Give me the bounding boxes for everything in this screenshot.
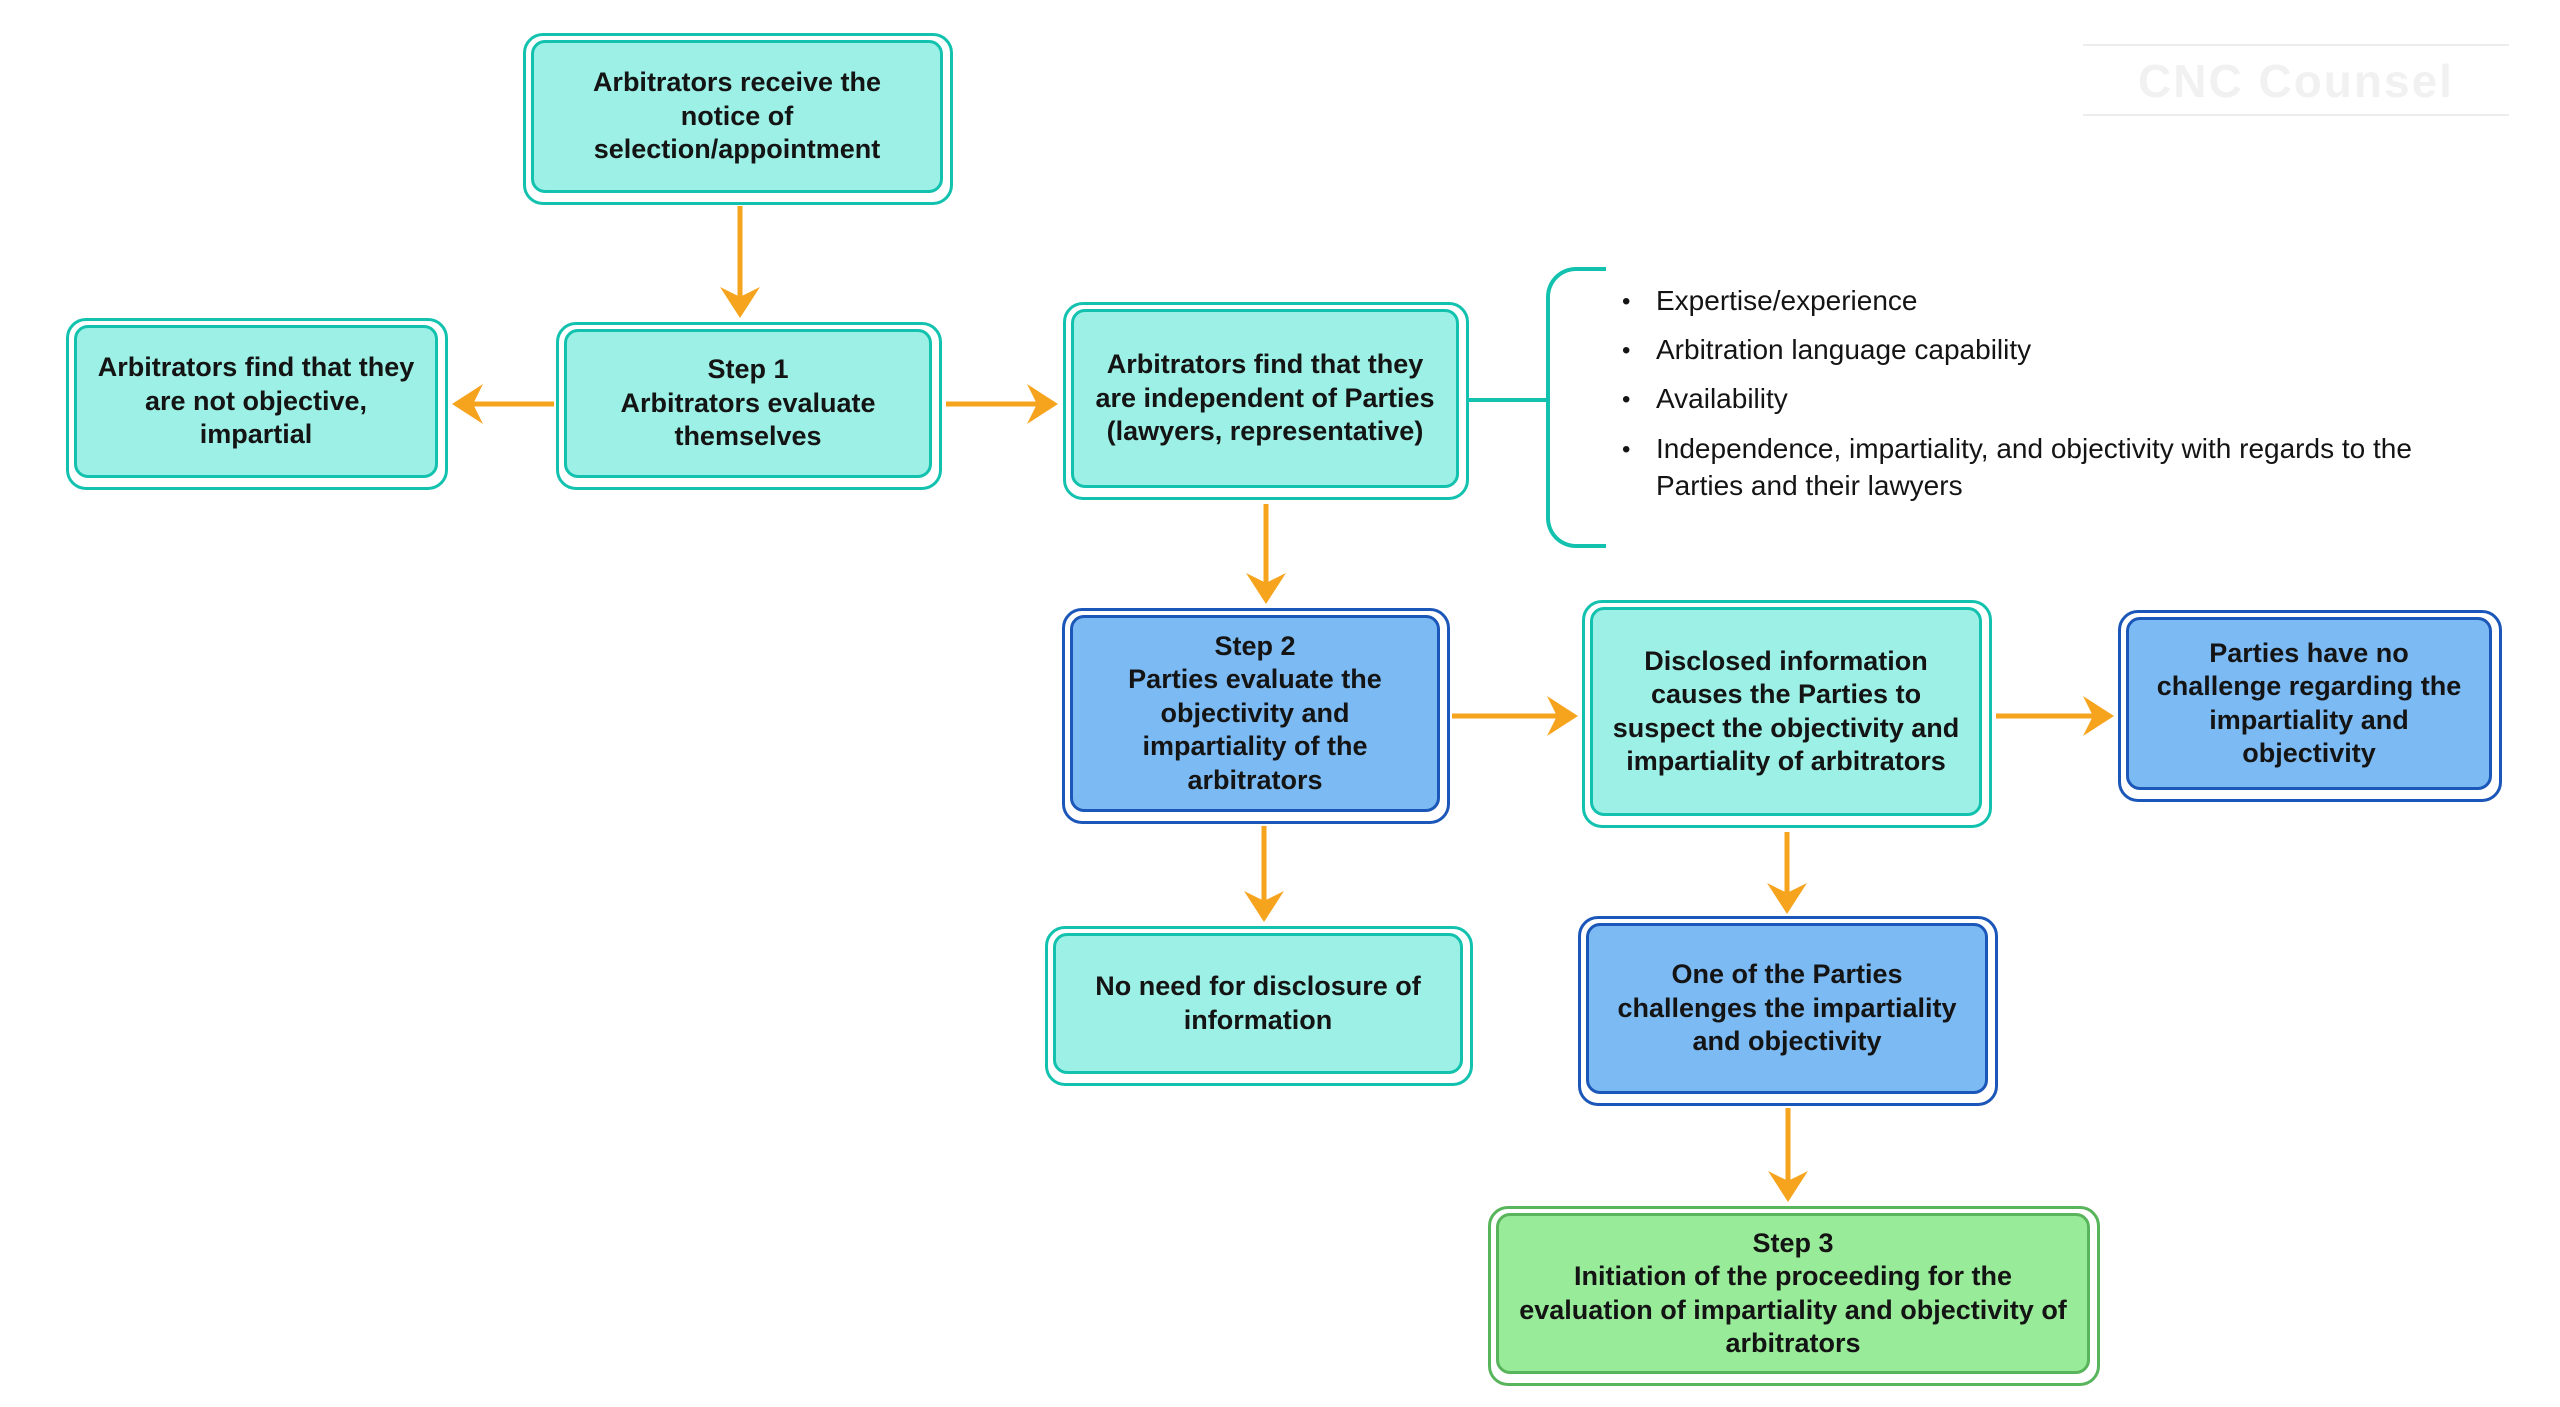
criteria-item-label: Expertise/experience [1656,285,1918,316]
bullet-icon: • [1622,288,1631,315]
node-step2-step-label: Step 2 [1214,630,1296,661]
node-no-need-label: No need for disclosure of information [1095,971,1421,1035]
node-step3: Step 3 Initiation of the proceeding for … [1488,1206,2100,1386]
arrow-receive-to-step1 [720,206,760,318]
criteria-list: • Expertise/experience • Arbitration lan… [1622,283,2502,516]
bullet-icon: • [1622,386,1631,414]
node-no-challenge-label: Parties have no challenge regarding the … [2156,637,2462,768]
arrow-step1-to-independent [946,384,1058,424]
node-receive-notice-label: Arbitrators receive the notice of select… [592,67,882,165]
arrow-disclosed-to-one-party [1767,832,1807,914]
bullet-icon: • [1622,435,1631,463]
node-one-party-challenges: One of the Parties challenges the impart… [1578,916,1998,1106]
arrow-step2-to-disclosed [1452,696,1578,736]
criteria-item-label: Arbitration language capability [1656,334,2032,366]
criteria-item: • Arbitration language capability [1622,332,2502,369]
node-step3-label: Initiation of the proceeding for the eva… [1519,1261,2067,1358]
node-step2-label: Parties evaluate the objectivity and imp… [1128,664,1382,795]
node-no-need: No need for disclosure of information [1045,926,1473,1086]
criteria-bracket [1546,267,1606,548]
criteria-item-label: Availability [1656,383,1788,415]
node-no-challenge: Parties have no challenge regarding the … [2118,610,2502,802]
node-independent: Arbitrators find that they are independe… [1063,302,1469,500]
criteria-item: • Independence, impartiality, and object… [1622,431,2502,505]
cnc-counsel-watermark: CNC Counsel [2083,44,2509,116]
criteria-item: • Expertise/experience [1622,283,2502,320]
arrow-disclosed-to-no-challenge [1996,696,2114,736]
bullet-icon: • [1622,337,1631,365]
node-not-objective: Arbitrators find that they are not objec… [66,318,448,490]
arrow-one-party-to-step3 [1768,1108,1808,1202]
node-receive-notice: Arbitrators receive the notice of select… [523,33,953,205]
arrow-step2-to-no-need [1244,826,1284,922]
node-step1: Step 1 Arbitrators evaluate themselves [556,322,942,490]
criteria-item: • Availability [1622,381,2502,418]
node-disclosed-label: Disclosed information causes the Parties… [1612,645,1960,776]
node-one-party-challenges-label: One of the Parties challenges the impart… [1617,959,1957,1057]
arrow-independent-to-step2 [1246,504,1286,604]
node-independent-label: Arbitrators find that they are independe… [1095,349,1435,447]
node-step1-step-label: Step 1 [707,354,789,385]
node-disclosed: Disclosed information causes the Parties… [1582,600,1992,828]
node-step2: Step 2 Parties evaluate the objectivity … [1062,608,1450,824]
connector-independent-to-criteria [1468,398,1550,402]
node-not-objective-label: Arbitrators find that they are not objec… [97,352,415,450]
node-step1-label: Arbitrators evaluate themselves [620,387,876,452]
node-step3-step-label: Step 3 [1752,1227,1834,1258]
arrow-step1-to-not-objective [452,384,554,424]
criteria-item-label: Independence, impartiality, and objectiv… [1656,432,2412,501]
